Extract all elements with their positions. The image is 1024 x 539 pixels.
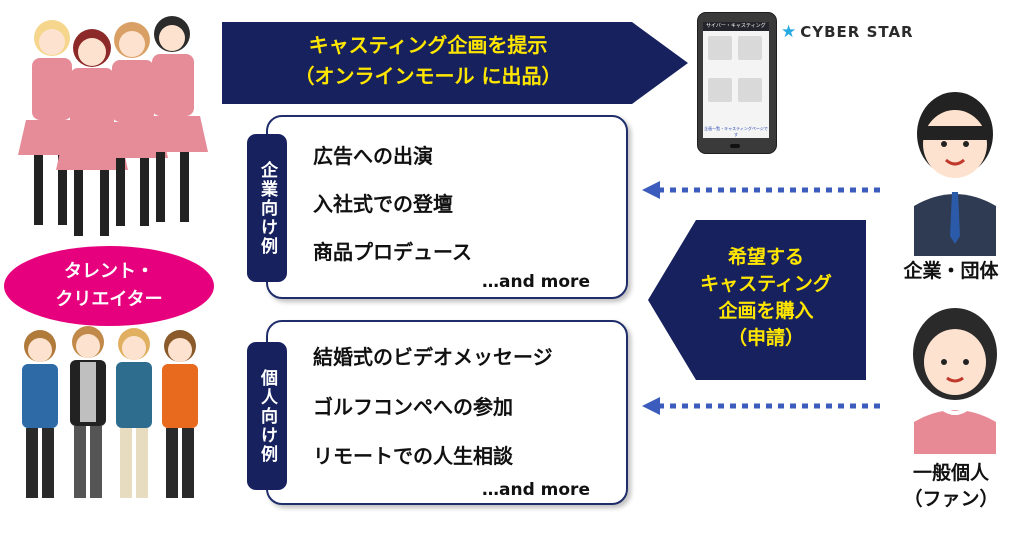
dotted-arrow-left <box>642 397 886 415</box>
personal-example-item: ゴルフコンペへの参加 <box>313 395 513 419</box>
corporate-example-item: 入社式での登壇 <box>313 192 453 216</box>
talent-label-line1: タレント・ <box>64 261 154 282</box>
dotted-arrow-left <box>642 181 886 199</box>
corporate-examples-box <box>266 115 628 299</box>
star-icon: ★ <box>781 22 798 42</box>
brand-logo: ★CYBER STAR <box>781 22 914 42</box>
corporate-example-item: 広告への出演 <box>313 144 433 168</box>
purchase-line3: 企画を購入 <box>718 300 814 322</box>
offer-banner-line2: （オンラインモール に出品） <box>294 64 562 88</box>
talent-creator-oval: タレント・ クリエイター <box>4 246 214 326</box>
female-talent-illustration <box>18 16 208 236</box>
personal-example-item: 結婚式のビデオメッセージ <box>313 345 553 369</box>
phone-thumbnail <box>738 78 762 102</box>
personal-examples-label: 個人向け例 <box>247 342 287 490</box>
fan-label-line1: 一般個人 <box>912 462 989 484</box>
male-talent-illustration <box>22 326 198 498</box>
corporate-example-item: 商品プロデュース <box>313 240 472 264</box>
purchase-line4: （申請） <box>727 327 804 349</box>
purchase-arrow-text: 希望する キャスティング 企画を購入 （申請） <box>672 244 860 352</box>
personal-and-more: …and more <box>482 480 590 500</box>
phone-thumbnail <box>738 36 762 60</box>
purchase-line1: 希望する <box>727 246 804 268</box>
personal-example-item: リモートでの人生相談 <box>313 444 513 468</box>
corporate-examples-label: 企業向け例 <box>247 134 287 282</box>
phone-caption: 企画一覧・キャスティングページです <box>704 126 768 137</box>
phone-app-bar: サイバー・キャスティング <box>703 22 769 31</box>
company-label: 企業・団体 <box>903 260 999 282</box>
corporate-and-more: …and more <box>482 272 590 292</box>
phone-thumbnail <box>708 78 732 102</box>
talent-label-line2: クリエイター <box>55 289 163 310</box>
purchase-arrow <box>648 220 866 380</box>
offer-banner-arrow <box>222 22 688 104</box>
fan-woman-illustration <box>913 308 997 454</box>
offer-banner-line1: キャスティング企画を提示 <box>308 33 548 57</box>
fan-label-line2: （ファン） <box>903 488 999 510</box>
offer-banner-text: キャスティング企画を提示 （オンラインモール に出品） <box>228 30 628 92</box>
businessman-illustration <box>914 92 996 256</box>
phone-thumbnail <box>708 36 732 60</box>
purchase-line2: キャスティング <box>700 273 832 295</box>
fan-label: 一般個人 （ファン） <box>886 460 1016 512</box>
brand-name: CYBER STAR <box>800 23 914 41</box>
phone-home-button <box>730 144 740 148</box>
